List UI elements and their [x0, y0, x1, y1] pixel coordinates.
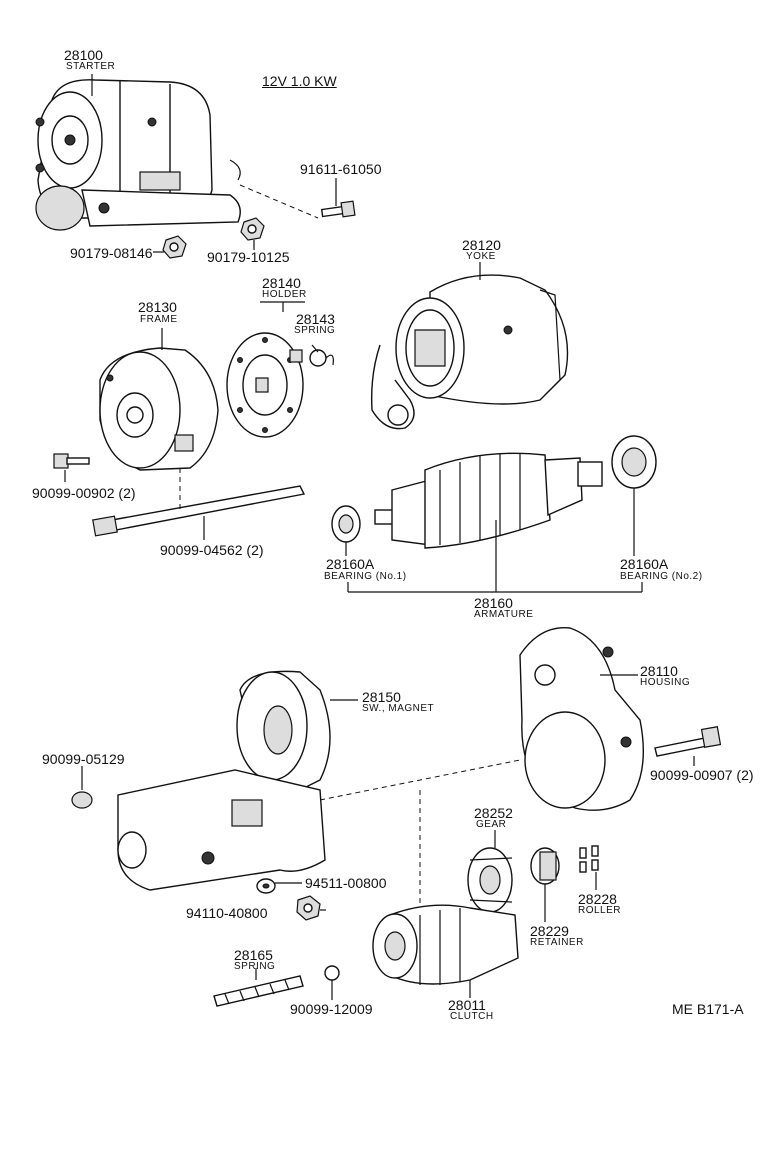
part-number-90099-05129: 90099-05129	[42, 751, 125, 767]
spring-28165-drawing	[213, 975, 304, 1007]
diagram-code: ME B171-A	[672, 1001, 744, 1017]
part-name-yoke: YOKE	[466, 251, 496, 262]
part-number-28165: 28165	[234, 947, 273, 963]
housing-drawing	[519, 627, 644, 811]
ball-90099-12009-drawing	[324, 965, 340, 981]
part-name-starter: STARTER	[66, 61, 116, 72]
yoke-drawing	[371, 274, 569, 430]
part-number-90099-00902: 90099-00902 (2)	[32, 485, 136, 501]
part-number-28130: 28130	[138, 299, 177, 315]
nut-90179-08146-drawing	[162, 235, 187, 259]
clutch-drawing	[372, 904, 519, 985]
bearing-no2-drawing	[611, 435, 657, 489]
part-number-94511-00800: 94511-00800	[305, 875, 387, 891]
part-name-spring-28165: SPRING	[234, 961, 276, 972]
part-number-94110-40800: 94110-40800	[186, 905, 268, 921]
part-number-28110: 28110	[640, 663, 678, 679]
frame-drawing	[99, 347, 219, 471]
leader-lines	[64, 74, 695, 1000]
part-name-armature: ARMATURE	[474, 609, 534, 620]
holder-drawing	[226, 332, 304, 438]
magnet-switch-drawing	[117, 670, 331, 891]
spring-28143-drawing	[309, 349, 334, 367]
part-number-90099-04562: 90099-04562 (2)	[160, 542, 264, 558]
voltage-rating-title: 12V 1.0 KW	[262, 73, 337, 89]
through-bolt-drawing	[92, 485, 306, 537]
part-name-gear: GEAR	[476, 819, 507, 830]
washer-94511-drawing	[256, 878, 276, 894]
part-number-28100: 28100	[64, 47, 103, 63]
part-number-90099-00907: 90099-00907 (2)	[650, 767, 754, 783]
part-number-90179-08146: 90179-08146	[70, 245, 153, 261]
retainer-drawing	[530, 847, 560, 885]
part-number-90179-10125: 90179-10125	[207, 249, 290, 265]
part-name-holder: HOLDER	[262, 289, 307, 300]
armature-drawing	[374, 452, 603, 549]
part-number-28120: 28120	[462, 237, 501, 253]
nut-94110-drawing	[296, 895, 321, 921]
part-number-28160: 28160	[474, 595, 513, 611]
part-name-retainer: RETAINER	[530, 937, 584, 948]
part-name-bearing-no1: BEARING (No.1)	[324, 571, 407, 582]
part-name-roller: ROLLER	[578, 905, 622, 916]
part-name-housing: HOUSING	[640, 677, 691, 688]
part-number-28140: 28140	[262, 275, 301, 291]
part-number-91611-61050: 91611-61050	[300, 161, 382, 177]
nut-90179-10125-drawing	[240, 217, 265, 241]
part-number-28150: 28150	[362, 689, 401, 705]
part-name-bearing-no2: BEARING (No.2)	[620, 571, 703, 582]
bolt-90099-00907-drawing	[654, 726, 722, 757]
part-number-28011: 28011	[448, 997, 486, 1013]
bearing-no1-drawing	[331, 505, 361, 543]
part-name-sw-magnet: SW., MAGNET	[362, 703, 435, 714]
part-name-frame: FRAME	[140, 314, 178, 325]
part-number-28160A-no2: 28160A	[620, 556, 669, 572]
cap-90099-05129-drawing	[71, 791, 93, 809]
part-number-28143: 28143	[296, 311, 335, 327]
gear-drawing	[467, 847, 513, 913]
part-name-clutch: CLUTCH	[450, 1011, 494, 1022]
rollers-drawing	[579, 845, 599, 873]
part-number-28228: 28228	[578, 891, 617, 907]
part-number-28229: 28229	[530, 923, 569, 939]
part-number-28252: 28252	[474, 805, 513, 821]
screw-90099-00902-drawing	[53, 453, 90, 469]
part-number-28160A-no1: 28160A	[326, 556, 375, 572]
starter-assembly-drawing	[35, 79, 241, 231]
part-name-spring-28143: SPRING	[294, 325, 336, 336]
part-number-90099-12009: 90099-12009	[290, 1001, 373, 1017]
bolt-91611-drawing	[320, 200, 356, 218]
